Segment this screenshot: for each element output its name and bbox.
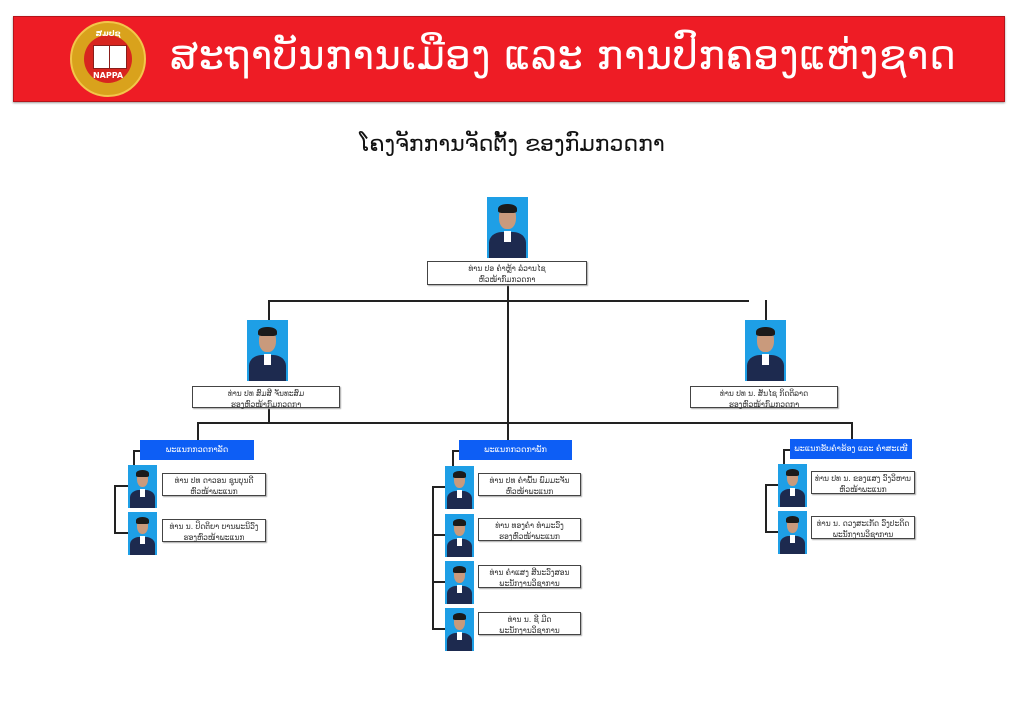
member-card: ທ່ານ ນ. ປິດຕິຍາ ບານພະນິວົງຮອງຫົວໜ້າພະແນກ: [162, 519, 266, 542]
person-photo: [247, 320, 288, 381]
person-position: ຮອງຫົວໜ້າພະແນກ: [183, 533, 245, 542]
person-photo: [445, 466, 474, 509]
book-icon: [93, 45, 127, 69]
connector-line: [783, 449, 790, 451]
connector-line: [197, 422, 199, 440]
person-photo: [128, 465, 157, 508]
person-name: ທ່ານ ປອ ຄຳຫຼ້າ ລໍວານໄຊ: [468, 264, 546, 273]
person-photo: [778, 464, 807, 507]
connector-line: [268, 300, 270, 320]
header-banner: [13, 16, 1005, 102]
person-photo: [445, 608, 474, 651]
person-name: ທ່ານ ຄຳແສງ ສີນະວົງສອນ: [489, 568, 570, 577]
logo-text-bottom: NAPPA: [92, 71, 124, 80]
person-photo: [487, 197, 528, 258]
person-position: ພະນັກງານວິຊາການ: [832, 530, 894, 539]
department-header: ພະແນກກວດກາພັກ: [459, 440, 572, 460]
connector-line: [765, 531, 778, 533]
connector-line: [432, 486, 434, 630]
connector-line: [432, 534, 445, 536]
deputy-card: ທ່ານ ປທ ນ. ສັນໄຊ ກິດຕິລາດຮອງຫົວໜ້າກົມກວດ…: [690, 386, 838, 409]
page-title: ໂຄງຈັກການຈັດຕັ້ງ ຂອງກົມກວດກາ: [359, 132, 665, 157]
member-card: ທ່ານ ປທ ດາວອນ ຊຸນບຸນດີຫົວໜ້າພະແນກ: [162, 473, 266, 496]
connector-line: [432, 628, 445, 630]
person-photo: [445, 514, 474, 557]
person-name: ທ່ານ ນ. ດວງສະເກັດ ວົງປະດິດ: [816, 519, 910, 528]
institution-title: ສະຖາບັນການເມືອງ ແລະ ການປົກຄອງແຫ່ງຊາດ: [170, 33, 957, 79]
connector-line: [133, 450, 135, 465]
person-photo: [445, 561, 474, 604]
person-name: ທ່ານ ປທ ສົມສີ ຈັນທະສົມ: [227, 389, 305, 398]
person-position: ຮອງຫົວໜ້າກົມກວດກາ: [728, 400, 800, 409]
member-card: ທ່ານ ປທ ຄຳພົ້ນ ພົມມະຈັນຫົວໜ້າພະແນກ: [478, 473, 581, 496]
connector-line: [452, 450, 459, 452]
person-name: ທ່ານ ປທ ນ. ຂອງແສງ ວົງວິຫານ: [815, 474, 911, 483]
connector-line: [432, 581, 445, 583]
person-position: ຫົວໜ້າພະແນກ: [839, 485, 887, 494]
person-name: ທ່ານ ປທ ຄຳພົ້ນ ພົມມະຈັນ: [489, 476, 570, 485]
connector-line: [114, 485, 116, 534]
member-card: ທ່ານ ນ. ດວງສະເກັດ ວົງປະດິດພະນັກງານວິຊາກາ…: [811, 516, 915, 539]
person-name: ທ່ານ ປທ ດາວອນ ຊຸນບຸນດີ: [174, 476, 254, 485]
nappa-logo: ສມປຊ NAPPA: [70, 21, 146, 97]
person-name: ທ່ານ ປທ ນ. ສັນໄຊ ກິດຕິລາດ: [719, 389, 809, 398]
member-card: ທ່ານ ທອງຄຳ ທຳມະວົງຮອງຫົວໜ້າພະແນກ: [478, 518, 581, 541]
department-header: ພະແນກຮັບຄຳຮ້ອງ ແລະ ຄຳສະເໜີ: [790, 439, 912, 459]
person-photo: [745, 320, 786, 381]
connector-line: [507, 285, 509, 440]
person-position: ຫົວໜ້າພະແນກ: [505, 487, 554, 496]
person-position: ຫົວໜ້າພະແນກ: [190, 487, 238, 496]
person-photo: [128, 512, 157, 555]
person-name: ທ່ານ ທອງຄຳ ທຳມະວົງ: [495, 521, 564, 530]
department-header: ພະແນກກວດກາລັດ: [140, 440, 254, 460]
connector-line: [197, 422, 852, 424]
connector-line: [133, 450, 140, 452]
member-card: ທ່ານ ປທ ນ. ຂອງແສງ ວົງວິຫານຫົວໜ້າພະແນກ: [811, 471, 915, 494]
connector-line: [765, 484, 778, 486]
logo-text-top: ສມປຊ: [95, 29, 121, 38]
person-position: ພະນັກງານວິຊາການ: [499, 626, 560, 635]
person-position: ພະນັກງານວິຊາການ: [499, 579, 560, 588]
director-card: ທ່ານ ປອ ຄຳຫຼ້າ ລໍວານໄຊຫົວໜ້າກົມກວດກາ: [427, 261, 587, 285]
member-card: ທ່ານ ຄຳແສງ ສີນະວົງສອນພະນັກງານວິຊາການ: [478, 565, 581, 588]
connector-line: [114, 485, 128, 487]
connector-line: [765, 484, 767, 533]
person-name: ທ່ານ ນ. ຊີ ມີດ: [507, 615, 552, 624]
person-position: ຫົວໜ້າກົມກວດກາ: [478, 275, 536, 284]
connector-line: [851, 422, 853, 439]
connector-line: [268, 408, 270, 422]
person-position: ຮອງຫົວໜ້າກົມກວດກາ: [230, 400, 302, 409]
connector-line: [765, 300, 767, 320]
connector-line: [432, 486, 445, 488]
connector-line: [783, 449, 785, 464]
connector-line: [452, 450, 454, 466]
person-photo: [778, 511, 807, 554]
connector-line: [114, 532, 128, 534]
person-position: ຮອງຫົວໜ້າພະແນກ: [499, 532, 560, 541]
connector-line: [268, 300, 749, 302]
member-card: ທ່ານ ນ. ຊີ ມີດພະນັກງານວິຊາການ: [478, 612, 581, 635]
deputy-card: ທ່ານ ປທ ສົມສີ ຈັນທະສົມຮອງຫົວໜ້າກົມກວດກາ: [192, 386, 340, 409]
person-name: ທ່ານ ນ. ປິດຕິຍາ ບານພະນິວົງ: [169, 522, 259, 531]
